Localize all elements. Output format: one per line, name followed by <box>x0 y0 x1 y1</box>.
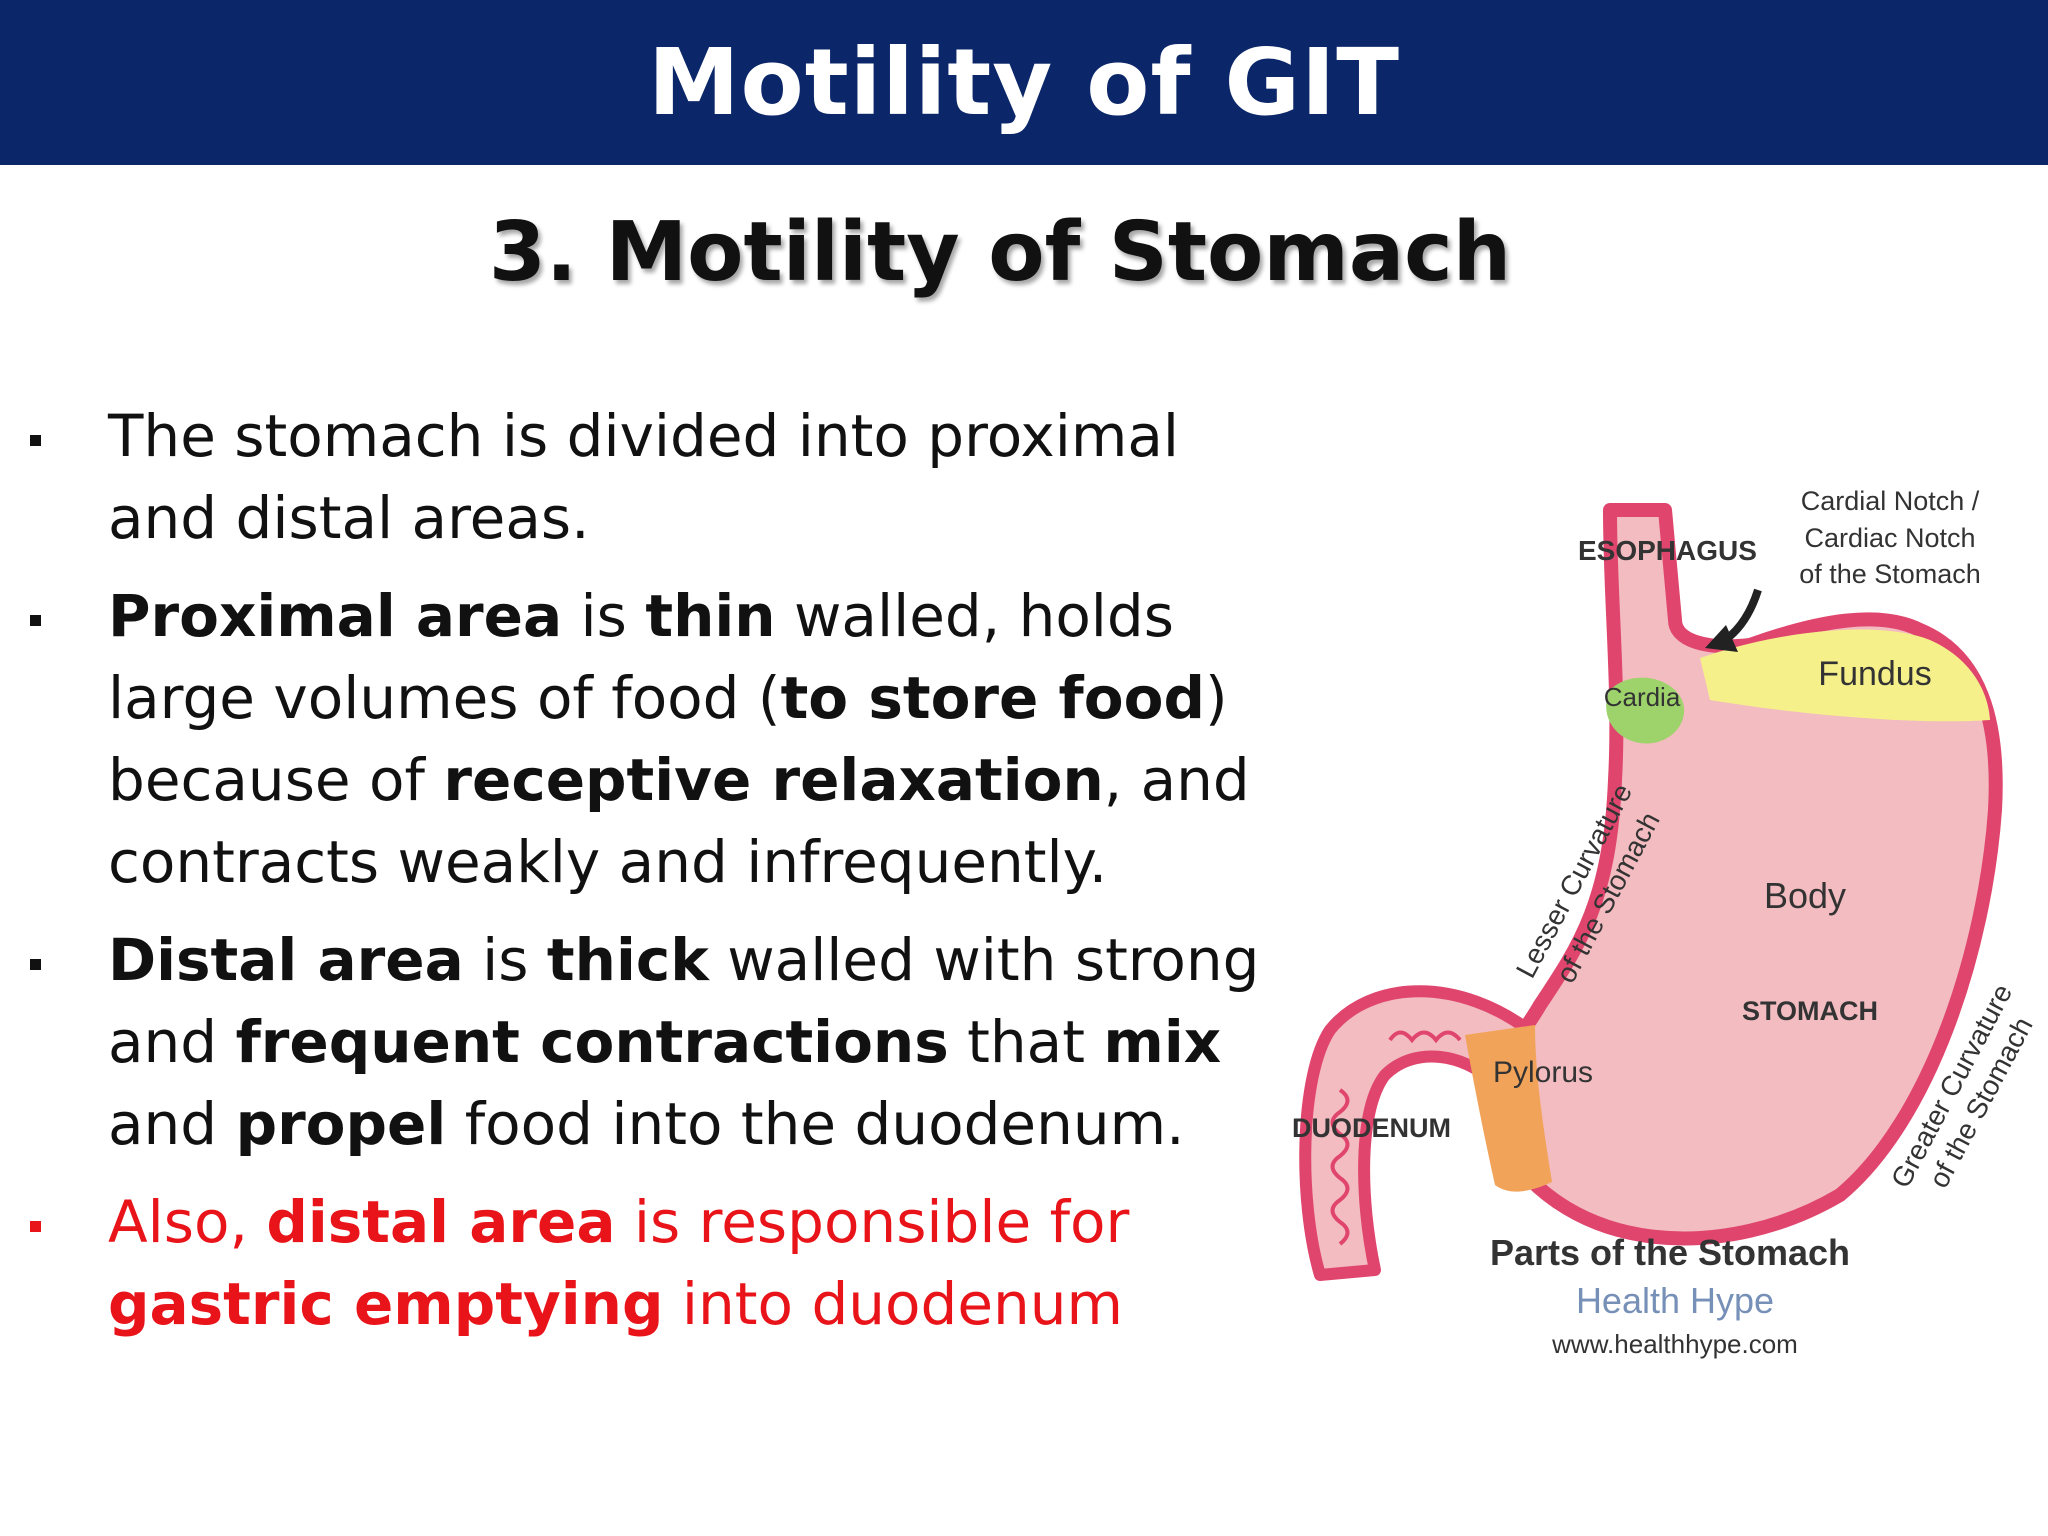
label-fundus: Fundus <box>1818 655 1931 693</box>
label-esophagus: ESOPHAGUS <box>1578 535 1757 566</box>
arrow-head-icon <box>1705 625 1738 652</box>
bullet-marker <box>30 959 41 970</box>
label-cardial-notch-1: Cardial Notch / <box>1801 486 1980 516</box>
bullet-item-highlight: Also, distal area is responsible for gas… <box>30 1181 1290 1345</box>
label-stomach: STOMACH <box>1742 996 1878 1026</box>
bold-term: distal area <box>266 1188 616 1256</box>
bullet-text: is <box>463 926 547 994</box>
bullet-text: is <box>562 582 646 650</box>
bold-term: frequent contractions <box>235 1008 949 1076</box>
bold-term: to store food <box>780 664 1205 732</box>
bullet-text: Also, <box>108 1188 267 1256</box>
bold-term: thin <box>645 582 776 650</box>
label-cardial-notch-2: Cardiac Notch <box>1804 523 1975 553</box>
cardia-region <box>1606 677 1685 744</box>
bold-term: Distal area <box>108 926 464 994</box>
bold-term: gastric emptying <box>108 1270 664 1338</box>
pylorus-region <box>1465 1025 1552 1192</box>
bold-term: mix <box>1103 1008 1222 1076</box>
label-pylorus: Pylorus <box>1493 1056 1593 1089</box>
label-cardia: Cardia <box>1604 682 1681 712</box>
bullet-list: The stomach is divided into proximal and… <box>30 395 1290 1361</box>
bullet-item: Proximal area is thin walled, holds larg… <box>30 575 1290 903</box>
bold-term: Proximal area <box>108 582 563 650</box>
stomach-diagram: ESOPHAGUS Cardial Notch / Cardiac Notch … <box>1280 480 2048 1380</box>
bullet-text: that <box>948 1008 1104 1076</box>
bullet-marker <box>30 615 41 626</box>
bold-term: thick <box>546 926 709 994</box>
bullet-text: is responsible for <box>615 1188 1130 1256</box>
bullet-text: The stomach is divided into proximal and… <box>108 402 1179 552</box>
bullet-item: Distal area is thick walled with strong … <box>30 919 1290 1165</box>
bold-term: propel <box>235 1090 447 1158</box>
label-body: Body <box>1764 875 1846 916</box>
source-url: www.healthhype.com <box>1551 1329 1798 1359</box>
label-cardial-notch-3: of the Stomach <box>1799 559 1981 589</box>
bullet-text: ) because of <box>108 664 1228 814</box>
stomach-illustration: ESOPHAGUS Cardial Notch / Cardiac Notch … <box>1292 486 2039 1359</box>
bullet-text: food into the duodenum. <box>446 1090 1185 1158</box>
brand-name: Health Hype <box>1576 1280 1774 1321</box>
bullet-item: The stomach is divided into proximal and… <box>30 395 1290 559</box>
duodenum-folds <box>1330 1030 1462 1246</box>
bullet-marker <box>30 435 41 446</box>
bullet-text: , and contracts weakly and infrequently. <box>108 746 1250 896</box>
bullet-marker <box>30 1221 41 1232</box>
diagram-caption: Parts of the Stomach <box>1490 1232 1850 1273</box>
label-duodenum: DUODENUM <box>1292 1113 1451 1143</box>
bullet-text: into duodenum <box>663 1270 1124 1338</box>
section-heading: 3. Motility of Stomach <box>488 205 1512 300</box>
bullet-text: walled with strong and <box>108 926 1260 1076</box>
fundus-region <box>1700 629 1990 722</box>
bold-term: receptive relaxation <box>443 746 1104 814</box>
bullet-text: and <box>108 1090 236 1158</box>
slide-title: Motility of GIT <box>647 29 1401 136</box>
title-banner: Motility of GIT <box>0 0 2048 165</box>
bullet-text: walled, holds large volumes of food ( <box>108 582 1174 732</box>
